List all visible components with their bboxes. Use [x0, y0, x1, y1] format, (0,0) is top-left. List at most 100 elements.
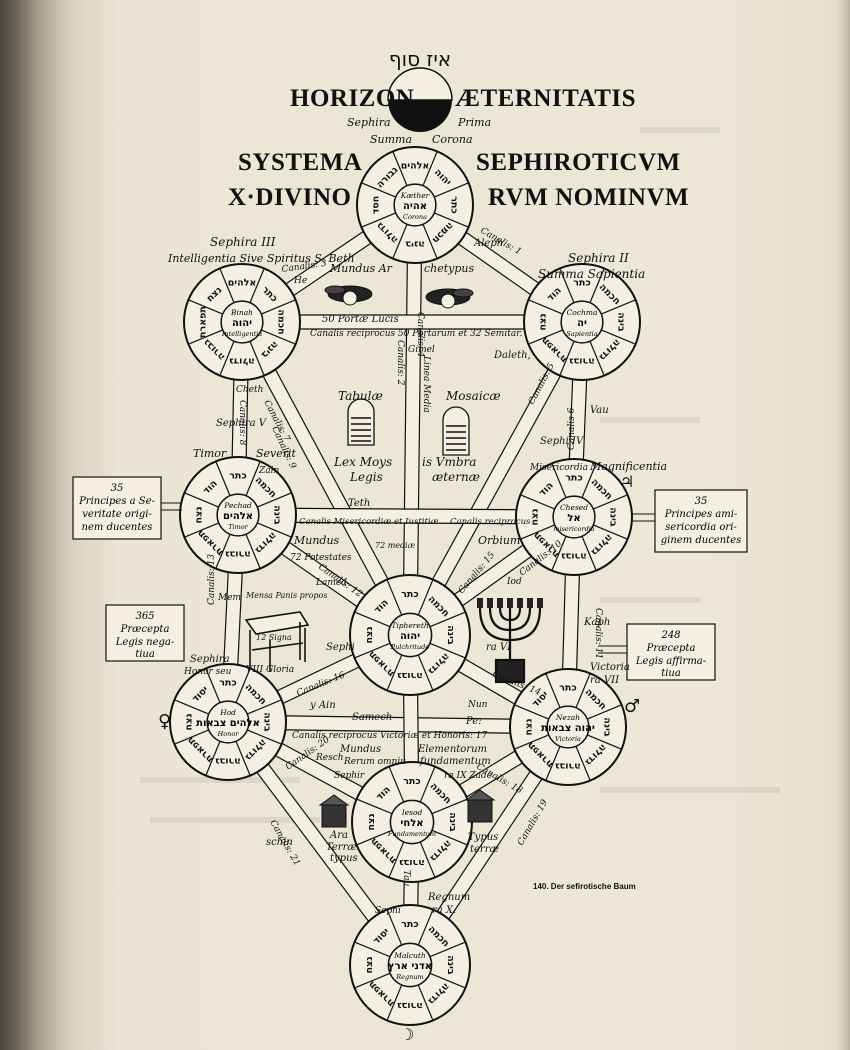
ring-word: אלהים	[401, 161, 430, 172]
label-typus-left: typus	[330, 853, 358, 864]
sephira-name: Cochma	[567, 308, 598, 317]
sephira-name: Tiphereth	[391, 621, 429, 630]
label-resch: Resch	[315, 753, 344, 763]
side-box-left-35: 35 Principes a Se- veritate origi- nem d…	[72, 476, 182, 540]
label-misericordia: Misericordia	[529, 463, 588, 473]
label-fundamentum: fundamentum	[419, 756, 491, 767]
label-daleth: Daleth,	[493, 350, 531, 361]
label-severit: Severit	[256, 447, 297, 460]
label-vau: Vau	[590, 405, 609, 416]
label-signa: 12 Signa	[256, 633, 292, 642]
title-x-divino: X·DIVINO	[228, 184, 351, 211]
label-he: He	[293, 276, 307, 286]
label-sephira-iii: Sephira III	[210, 235, 276, 249]
label-timor: Timor	[193, 447, 227, 460]
label-canalis-victoriae: Canalis reciprocus Victoriæ et Honoris: …	[292, 731, 487, 741]
ring-word: בינה	[447, 812, 458, 832]
showbread-table-icon	[244, 611, 310, 672]
ring-word: גבורה	[215, 755, 241, 766]
divine-name: יה	[577, 318, 587, 329]
label-kaph: Kaph	[583, 617, 610, 628]
ring-word: גבורה	[555, 760, 581, 771]
label-elementorum: Elementorum	[417, 744, 487, 755]
label-mensa-panis: Mensa Panis propos	[245, 591, 327, 600]
moon-icon: ☽	[400, 1025, 414, 1044]
svg-text:Præcepta: Præcepta	[646, 643, 696, 654]
svg-text:sericordia ori-: sericordia ori-	[665, 522, 737, 533]
title-systema: SYSTEMA	[238, 149, 362, 176]
sephira-prima-right: Prima	[457, 116, 491, 129]
ring-word: נצח	[364, 626, 375, 643]
divine-name: יהוה	[400, 631, 420, 642]
ring-word: כתר	[448, 196, 459, 214]
divine-name: אל	[567, 513, 580, 524]
label-magnificentia: Magnificentia	[589, 460, 667, 473]
ring-word: חסד	[371, 196, 382, 215]
label-cheth: Cheth	[236, 385, 263, 395]
divine-name: אלהים צבאות	[196, 718, 260, 729]
sephira-name: Binah	[230, 308, 253, 317]
label-victoria: Victoria	[590, 662, 630, 673]
sephira-prima-left: Sephira	[347, 116, 391, 129]
label-zain: Zain	[258, 466, 279, 476]
label-terrae-right: terræ	[470, 844, 499, 855]
svg-text:veritate origi-: veritate origi-	[82, 509, 152, 520]
horizon-left: HORIZON	[290, 85, 414, 112]
mars-icon: ♂	[624, 696, 640, 717]
ring-word: כתר	[573, 278, 591, 289]
planet-glyphs: ♀ ♂ ♃ ☽	[158, 472, 640, 1044]
ring-word: בינה	[601, 717, 612, 737]
label-sephi-x: Sephi	[375, 906, 401, 916]
label-tabulae: Tabulæ	[338, 389, 383, 403]
label-medie: 72 mediæ	[375, 541, 416, 550]
ring-word: אלהים	[228, 278, 257, 289]
ring-word: כתר	[229, 471, 247, 482]
label-mundus-ar: Mundus Ar	[329, 262, 393, 275]
svg-text:Principes ami-: Principes ami-	[664, 509, 738, 520]
label-linea-media: Linea Media	[421, 355, 431, 413]
sephira-subtitle: Regnum	[395, 973, 423, 981]
label-sephira-viii: Sephira	[190, 654, 230, 665]
sephira-subtitle: Corona	[403, 213, 427, 221]
label-typus-right: Typus	[468, 832, 498, 843]
label-summa-sapientia: Summa Sapientia	[538, 267, 645, 281]
altar-right-icon	[464, 789, 496, 823]
diagram-labels: Sephira III Intelligentia Sive Spiritus …	[167, 235, 667, 916]
horizon-right: ÆTERNITATIS	[455, 85, 636, 112]
label-viii-gloria: VIII Gloria	[246, 665, 294, 675]
sephira-subtitle: Honor	[217, 730, 240, 738]
label-is-umbra: is Vmbra	[422, 455, 476, 469]
svg-text:Præcepta: Præcepta	[120, 624, 170, 635]
sephira-name: Pechad	[223, 501, 252, 510]
svg-text:tiua: tiua	[661, 668, 681, 679]
sephira-kether: אלהיםיהוהכתרחכמהבינהגדולהחסדגבורהKætherא…	[356, 146, 474, 264]
label-mem: Mem	[217, 593, 241, 603]
label-canalis-2: Canalis: 2	[395, 340, 405, 386]
label-terrae: Terræ	[326, 842, 357, 853]
sephira-subtitle: Intelligentia	[221, 330, 262, 338]
ring-word: נצח	[524, 718, 535, 735]
label-intelligentia: Intelligentia Sive Spiritus S. Beth	[167, 252, 355, 265]
label-aeternae: æternæ	[432, 470, 480, 484]
svg-text:nem ducentes: nem ducentes	[82, 522, 153, 533]
label-iod: Iod	[506, 577, 522, 587]
sephirot-circles: אלהיםיהוהכתרחכמהבינהגדולהחסדגבורהKætherא…	[169, 146, 641, 1026]
hebrew-title: איז סוף	[389, 47, 451, 71]
label-tau: Tau	[401, 870, 411, 887]
label-canalis-11: Canalis: 11	[593, 608, 603, 659]
label-gimel: Gimel	[408, 345, 435, 355]
sephira-name: Hod	[219, 708, 236, 717]
cherub-right-icon	[425, 288, 474, 309]
label-sephi-vi: Sephi	[326, 642, 355, 653]
ring-word: גדולה	[229, 355, 254, 366]
ring-word: כתר	[559, 683, 577, 694]
ring-word: נצח	[184, 713, 195, 730]
ring-word: גבורה	[569, 355, 595, 366]
label-sephira-v: Sephira V	[216, 418, 268, 429]
